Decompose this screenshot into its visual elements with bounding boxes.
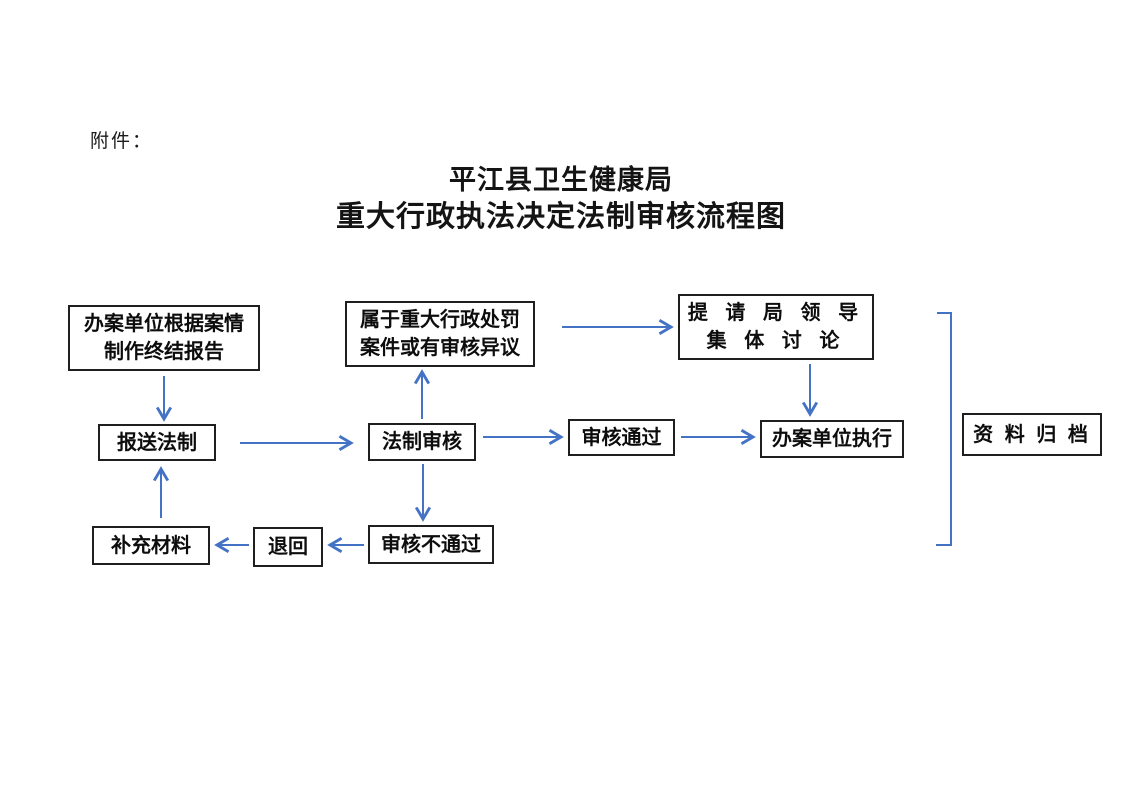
flow-node-legal-review: 法制审核 [368,423,476,461]
title-line-1: 平江县卫生健康局 [449,165,673,195]
node-label-line: 法制审核 [382,431,462,453]
node-label-line: 办案单位根据案情 [84,313,244,335]
node-label-line: 案件或有审核异议 [360,337,520,359]
title-line-2: 重大行政执法决定法制审核流程图 [335,201,786,233]
node-label-line: 退回 [268,536,308,558]
node-label-line: 提 请 局 领 导 [687,302,865,324]
flow-node-return-back: 退回 [253,527,323,567]
flow-node-review-not-passed: 审核不通过 [368,525,494,564]
flow-node-leaders-discussion: 提 请 局 领 导 集 体 讨 论 [678,294,874,360]
flow-node-submit-to-legal: 报送法制 [98,424,216,461]
node-label-line: 报送法制 [117,431,197,454]
attachment-label: 附件： [90,131,154,152]
node-label-line: 属于重大行政处罚 [360,309,520,331]
archive-grouping-bracket [936,312,952,546]
node-label-line: 补充材料 [111,534,191,557]
node-label-line: 制作终结报告 [104,341,224,363]
flow-node-review-passed: 审核通过 [568,419,675,456]
node-label-line: 集 体 讨 论 [706,330,846,352]
flow-node-case-unit-report: 办案单位根据案情 制作终结报告 [68,305,260,371]
document-title: 平江县卫生健康局 重大行政执法决定法制审核流程图 [0,163,1122,237]
node-label-line: 审核通过 [581,426,662,449]
node-label-line: 审核不通过 [381,533,481,556]
flow-node-case-unit-execute: 办案单位执行 [760,420,904,458]
flow-node-major-penalty: 属于重大行政处罚 案件或有审核异议 [345,301,535,367]
flow-node-archive: 资 料 归 档 [962,413,1102,456]
node-label-line: 办案单位执行 [772,428,892,450]
node-label-line: 资 料 归 档 [973,423,1091,446]
flow-node-supplement-materials: 补充材料 [92,526,210,565]
